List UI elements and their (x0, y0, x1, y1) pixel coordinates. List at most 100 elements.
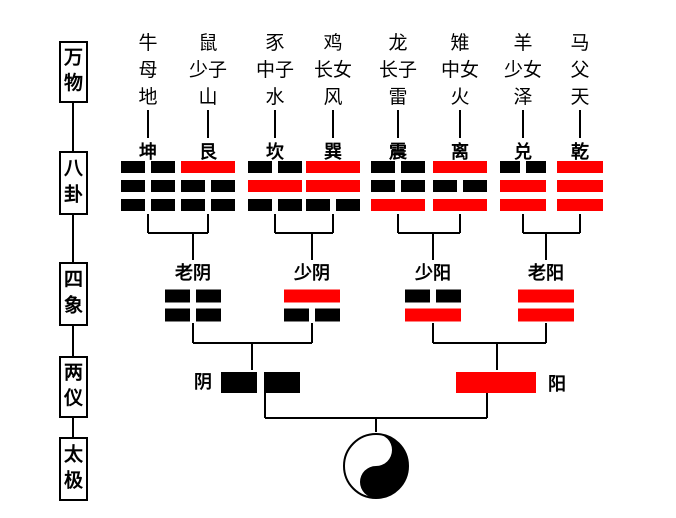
category-item: 父 (570, 59, 589, 81)
stage-box (59, 41, 88, 103)
category-item: 马 (570, 32, 589, 54)
yin-line-segment (284, 308, 309, 322)
yin-line-segment (526, 161, 546, 173)
stage-label-bagua: 八卦八卦 (59, 151, 88, 215)
stage-label-char: 象 (64, 293, 83, 316)
trigram-name: 巽 (324, 142, 342, 163)
liangyi-yin-label: 阴 (194, 372, 212, 393)
category-item: 地 (138, 86, 157, 108)
yin-line-segment (121, 199, 145, 211)
stage-label-char: 四 (64, 268, 83, 290)
stage-label-char: 太 (64, 442, 84, 465)
category-item: 长女 (314, 59, 352, 81)
yin-line-segment (306, 199, 330, 211)
sixiang-name: 少阴 (293, 263, 330, 284)
stage-label-char: 八 (64, 157, 84, 179)
category-item: 母 (138, 59, 157, 81)
trigram-name: 兑 (514, 141, 532, 163)
yang-line (405, 308, 461, 322)
stage-label-char: 两 (64, 362, 83, 384)
category-item: 雷 (388, 86, 407, 108)
yin-line-segment (405, 289, 430, 303)
stage-label-wanwu: 万物万物 (59, 41, 88, 103)
trigram-name: 艮 (199, 142, 218, 163)
sixiang-1: 老阴 (165, 262, 221, 322)
sixiang-name: 少阳 (414, 263, 451, 284)
yang-line (518, 308, 574, 322)
category-item: 少子 (189, 59, 227, 81)
yin-line-segment (151, 199, 175, 211)
stage-box (59, 262, 88, 326)
trigram-name: 乾 (571, 141, 589, 163)
yin-line-segment (165, 289, 190, 303)
sixiang-4: 老阳 (518, 262, 574, 322)
stage-label-liangyi: 两仪两仪 (59, 356, 88, 418)
stage-label-char: 卦 (64, 182, 83, 205)
yin-line-segment (221, 372, 257, 393)
yang-line (248, 180, 302, 192)
sixiang-3: 少阳 (405, 263, 461, 322)
yang-line (433, 199, 487, 211)
yin-line-segment (401, 180, 425, 192)
yin-line-segment (463, 180, 487, 192)
yin-line-segment (278, 199, 302, 211)
category-item: 火 (450, 86, 469, 108)
stage-label-sixiang: 四象四象 (59, 262, 88, 326)
yin-line-segment (248, 199, 272, 211)
stage-box (59, 151, 88, 215)
category-item: 龙 (388, 32, 407, 54)
yang-line (284, 289, 340, 303)
stage-box (59, 437, 88, 501)
category-item: 天 (570, 86, 589, 108)
sixiang-name: 老阴 (175, 262, 211, 284)
trigram-name: 坎 (266, 141, 285, 163)
yin-line-segment (248, 161, 272, 173)
category-item: 牛 (138, 32, 157, 54)
yang-line (456, 372, 536, 393)
category-item: 风 (323, 86, 342, 108)
yin-line-segment (181, 199, 205, 211)
stage-label-taiji: 太极太极 (59, 437, 88, 501)
category-item: 雉 (450, 32, 469, 54)
category-item: 山 (198, 86, 217, 108)
yin-line-segment (181, 180, 205, 192)
stage-label-char: 万 (63, 47, 83, 69)
yin-line-segment (336, 199, 360, 211)
stage-label-char: 仪 (63, 387, 84, 409)
yin-line-segment (401, 161, 425, 173)
sixiang-2: 少阴 (284, 263, 340, 322)
yang-line (500, 180, 546, 192)
category-item: 羊 (513, 32, 532, 54)
stage-box (59, 356, 88, 418)
yin-line-segment (121, 161, 145, 173)
stage-label-char: 物 (64, 71, 83, 94)
yin-line-segment (278, 161, 302, 173)
yin-line-segment (196, 289, 221, 303)
yang-dot (371, 445, 381, 455)
yang-line (433, 161, 487, 173)
yang-line (306, 180, 360, 192)
stage-label-char: 极 (64, 468, 84, 491)
yang-line (371, 199, 425, 211)
yin-line-segment (436, 289, 461, 303)
yin-dot (371, 477, 381, 487)
yin-line-segment (151, 180, 175, 192)
yin-line-segment (196, 308, 221, 322)
category-item: 泽 (513, 86, 532, 108)
yang-line (557, 199, 603, 211)
liangyi: 阴阳 (194, 372, 566, 395)
category-item: 中女 (441, 59, 479, 81)
category-item: 豕 (265, 32, 284, 54)
yin-line-segment (211, 180, 235, 192)
sixiang-name: 老阳 (528, 262, 564, 284)
yang-line (518, 289, 574, 303)
